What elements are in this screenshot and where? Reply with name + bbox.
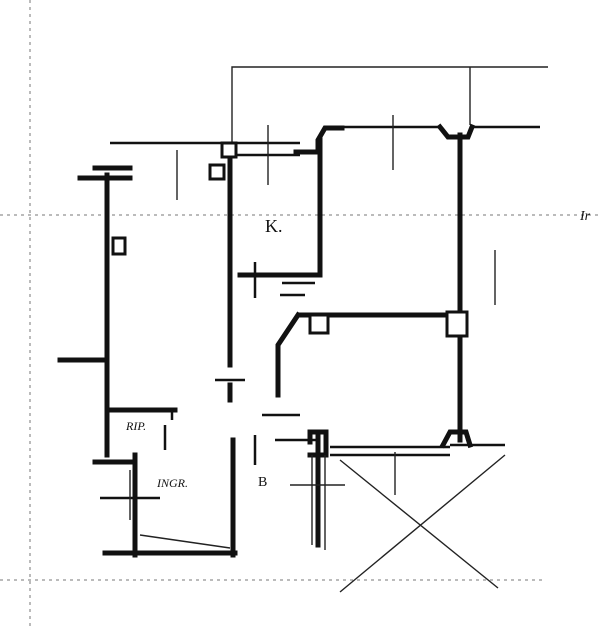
plot-boundary [231,66,548,145]
label-storage: RIP. [125,419,146,433]
label-bathroom: B [258,475,267,490]
label-edge-fragment: Ir [579,209,591,224]
pillars [111,123,476,458]
walls [57,125,540,558]
entrance-diagonal [139,534,231,549]
dimension-lines [129,115,496,550]
label-entrance: INGR. [156,476,188,490]
terrace-cross [339,454,506,593]
label-kitchen: K. [265,216,283,236]
